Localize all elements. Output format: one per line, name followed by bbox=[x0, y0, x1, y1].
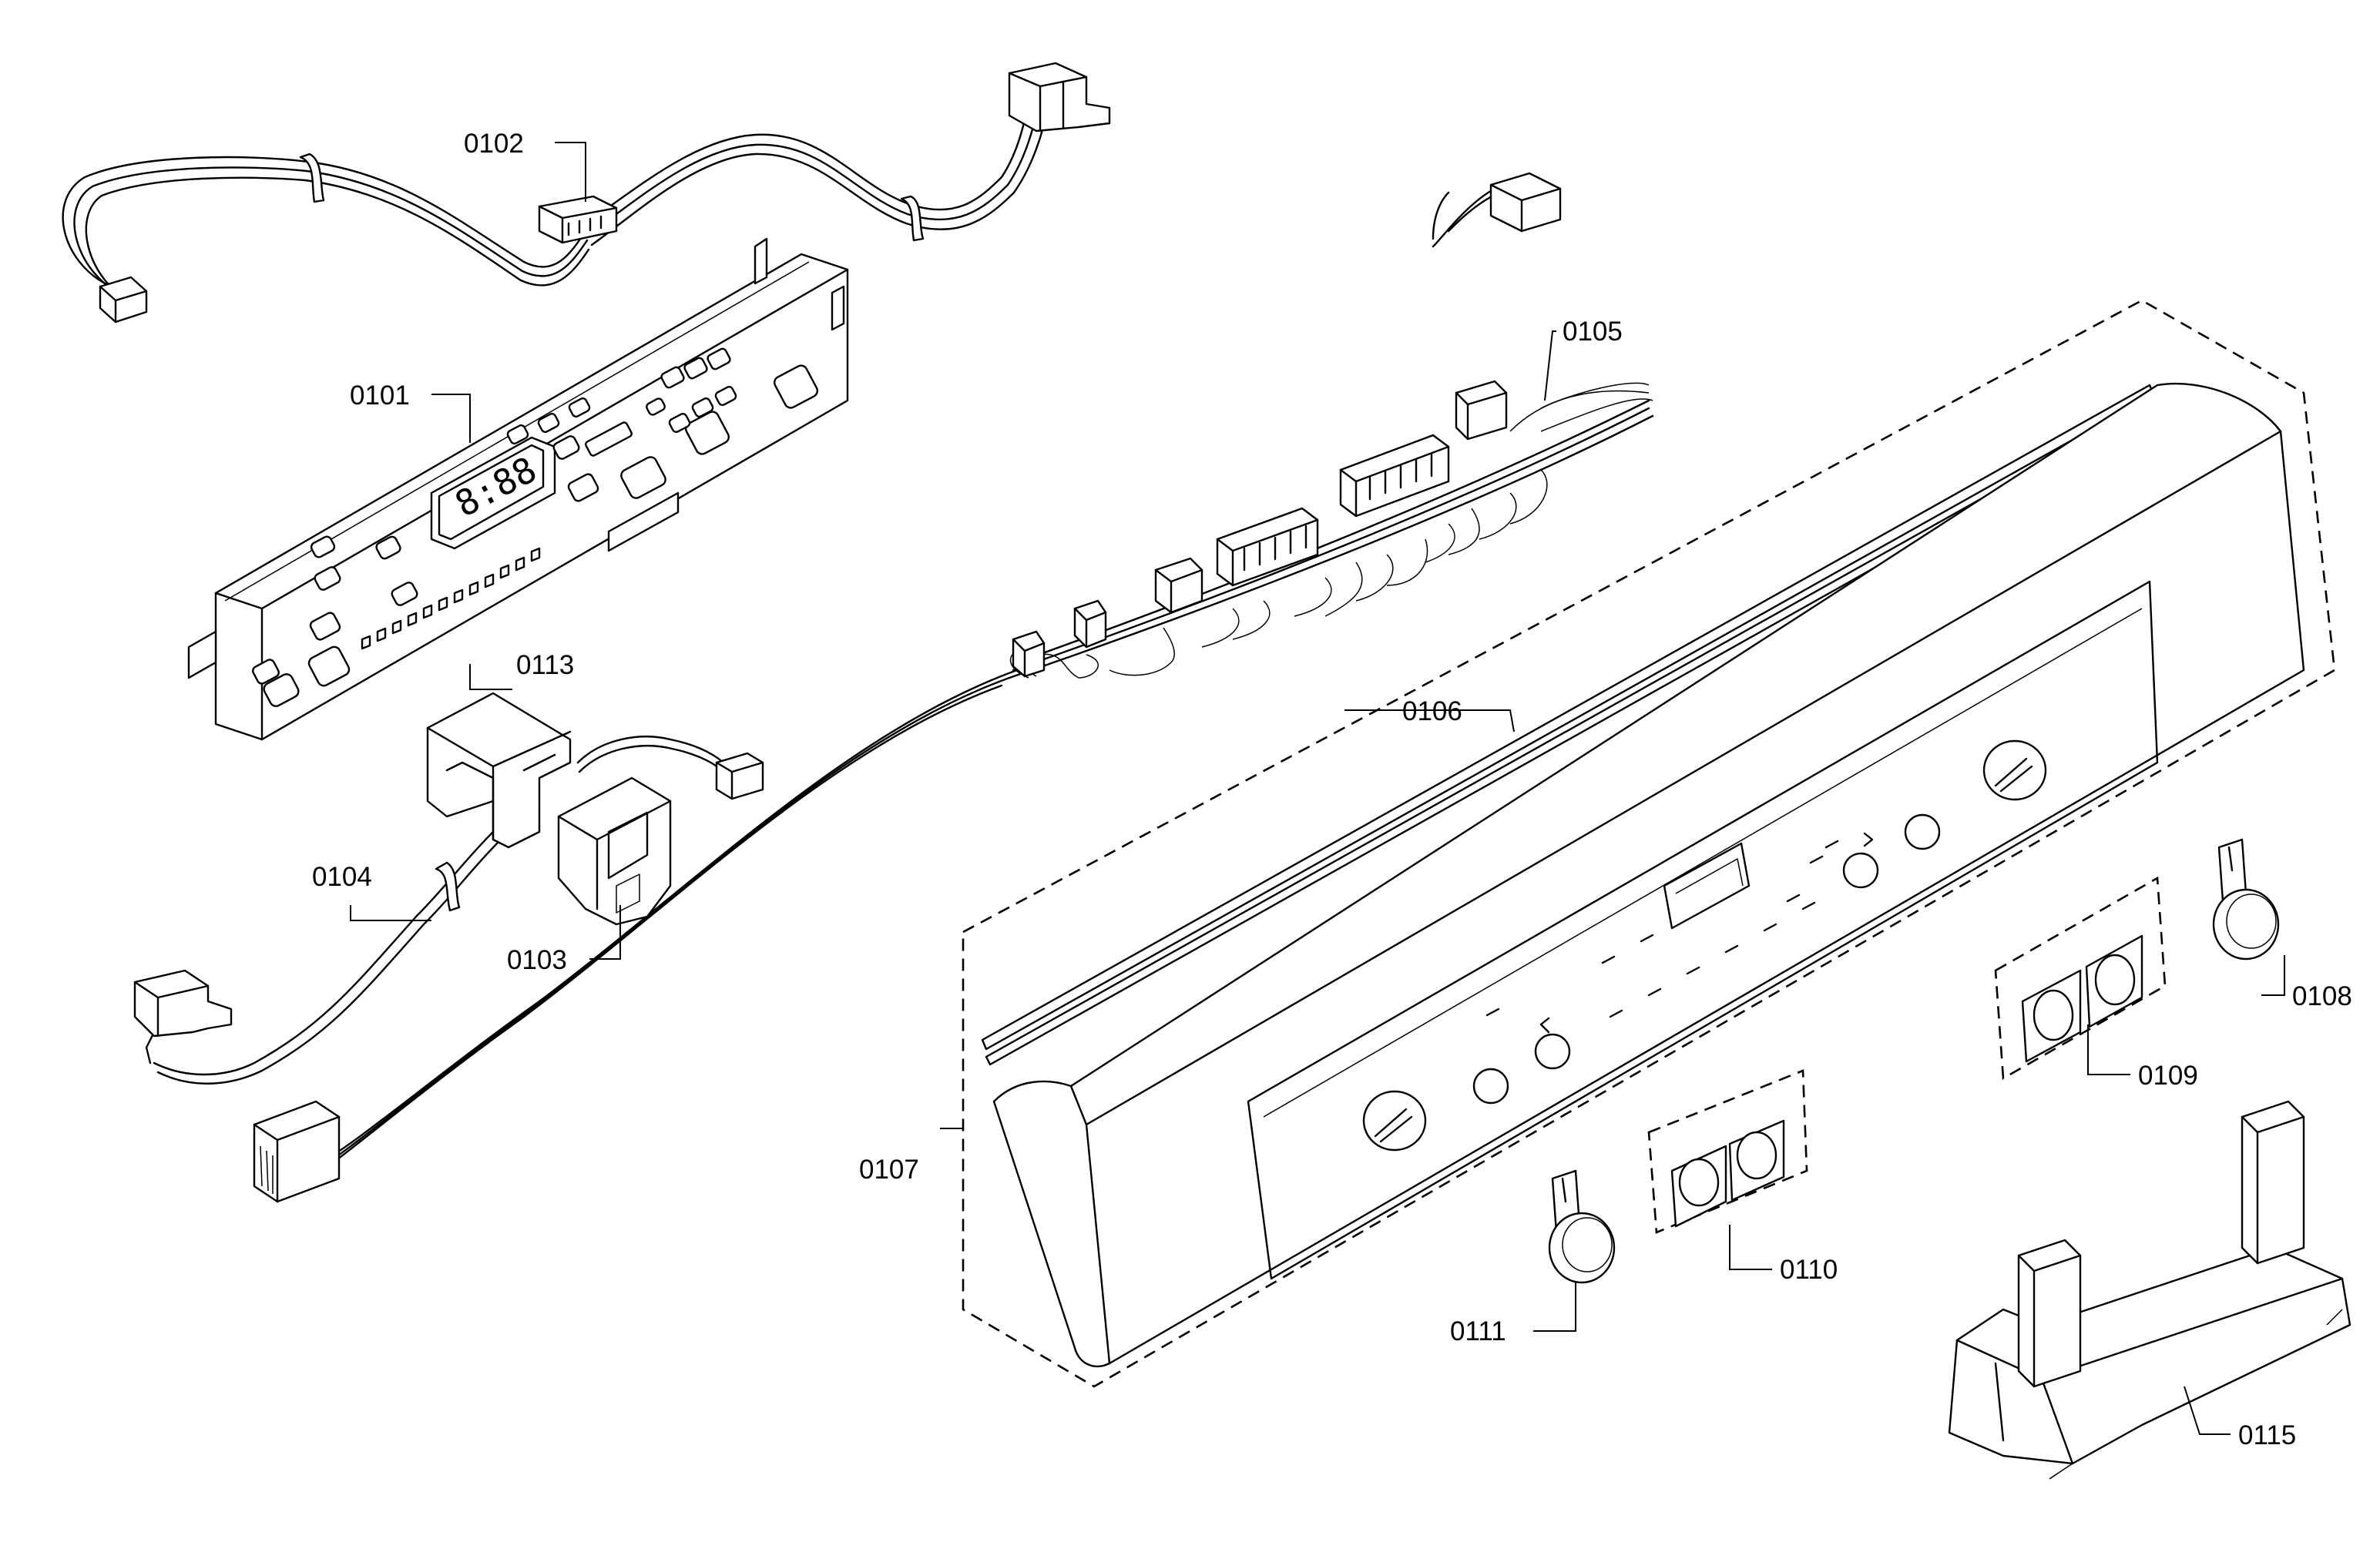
harness-plug-top bbox=[1489, 172, 1562, 233]
callout-0110: 0110 bbox=[1780, 1255, 1838, 1285]
knob-0111 bbox=[1548, 1169, 1616, 1284]
arrow-glyph-right bbox=[1863, 832, 1874, 847]
button-hole-3 bbox=[1842, 852, 1879, 889]
button-pair-0109 bbox=[1994, 876, 2167, 1081]
cable-plug-lower-left bbox=[133, 969, 233, 1038]
button-hole-4 bbox=[1904, 813, 1941, 850]
control-board-0101: 8:88 bbox=[187, 237, 849, 741]
callout-0105: 0105 bbox=[1563, 317, 1623, 347]
knob-0108 bbox=[2212, 838, 2280, 961]
knob-hole-left bbox=[1362, 1090, 1427, 1152]
arrow-glyph-left bbox=[1539, 1017, 1550, 1034]
assembly-boundary-0107 bbox=[962, 299, 2336, 1388]
button-pair-0110 bbox=[1647, 1069, 1808, 1234]
callout-0106: 0106 bbox=[1402, 696, 1462, 726]
board-buttons bbox=[252, 347, 819, 707]
harness-connector-center bbox=[538, 195, 618, 244]
callout-0111: 0111 bbox=[1450, 1316, 1506, 1346]
button-hole-2 bbox=[1534, 1033, 1571, 1070]
harness-plug-left bbox=[99, 276, 148, 324]
callout-leaders bbox=[350, 142, 2285, 1435]
callout-0109: 0109 bbox=[2138, 1061, 2198, 1091]
callout-0102: 0102 bbox=[464, 129, 524, 159]
sensor-bracket-0113 bbox=[426, 692, 572, 849]
bracket-0115 bbox=[1948, 1100, 2351, 1480]
front-panel-0107 bbox=[992, 382, 2305, 1368]
sensor-plug bbox=[715, 752, 764, 800]
callout-0108: 0108 bbox=[2292, 981, 2352, 1011]
button-hole-1 bbox=[1472, 1068, 1509, 1105]
main-harness-0105 bbox=[253, 172, 1654, 1203]
harness-connector-c bbox=[1154, 557, 1203, 614]
harness-connector-b bbox=[1073, 599, 1107, 649]
callout-0115: 0115 bbox=[2238, 1420, 2296, 1450]
harness-connector-e bbox=[1339, 434, 1450, 518]
callout-labels: 0102 0101 0105 0106 0113 0104 0103 0107 … bbox=[312, 129, 2352, 1450]
harness-terminal-block bbox=[253, 1100, 341, 1203]
callout-0103: 0103 bbox=[507, 945, 567, 975]
harness-connector-a bbox=[1012, 630, 1046, 678]
harness-connector-d bbox=[1216, 507, 1319, 587]
sensor-cable-0104 bbox=[133, 830, 502, 1085]
callout-0113: 0113 bbox=[516, 650, 574, 680]
callout-0101: 0101 bbox=[350, 381, 410, 411]
harness-plug-right bbox=[1008, 62, 1111, 132]
sensor-unit-0103 bbox=[557, 736, 764, 926]
harness-connector-f bbox=[1455, 380, 1508, 441]
callout-0104: 0104 bbox=[312, 862, 372, 892]
panel-display-slot bbox=[1663, 842, 1751, 930]
knob-hole-right bbox=[1982, 739, 2047, 801]
wire-harness-0102 bbox=[62, 62, 1111, 324]
callout-0107: 0107 bbox=[859, 1155, 919, 1185]
